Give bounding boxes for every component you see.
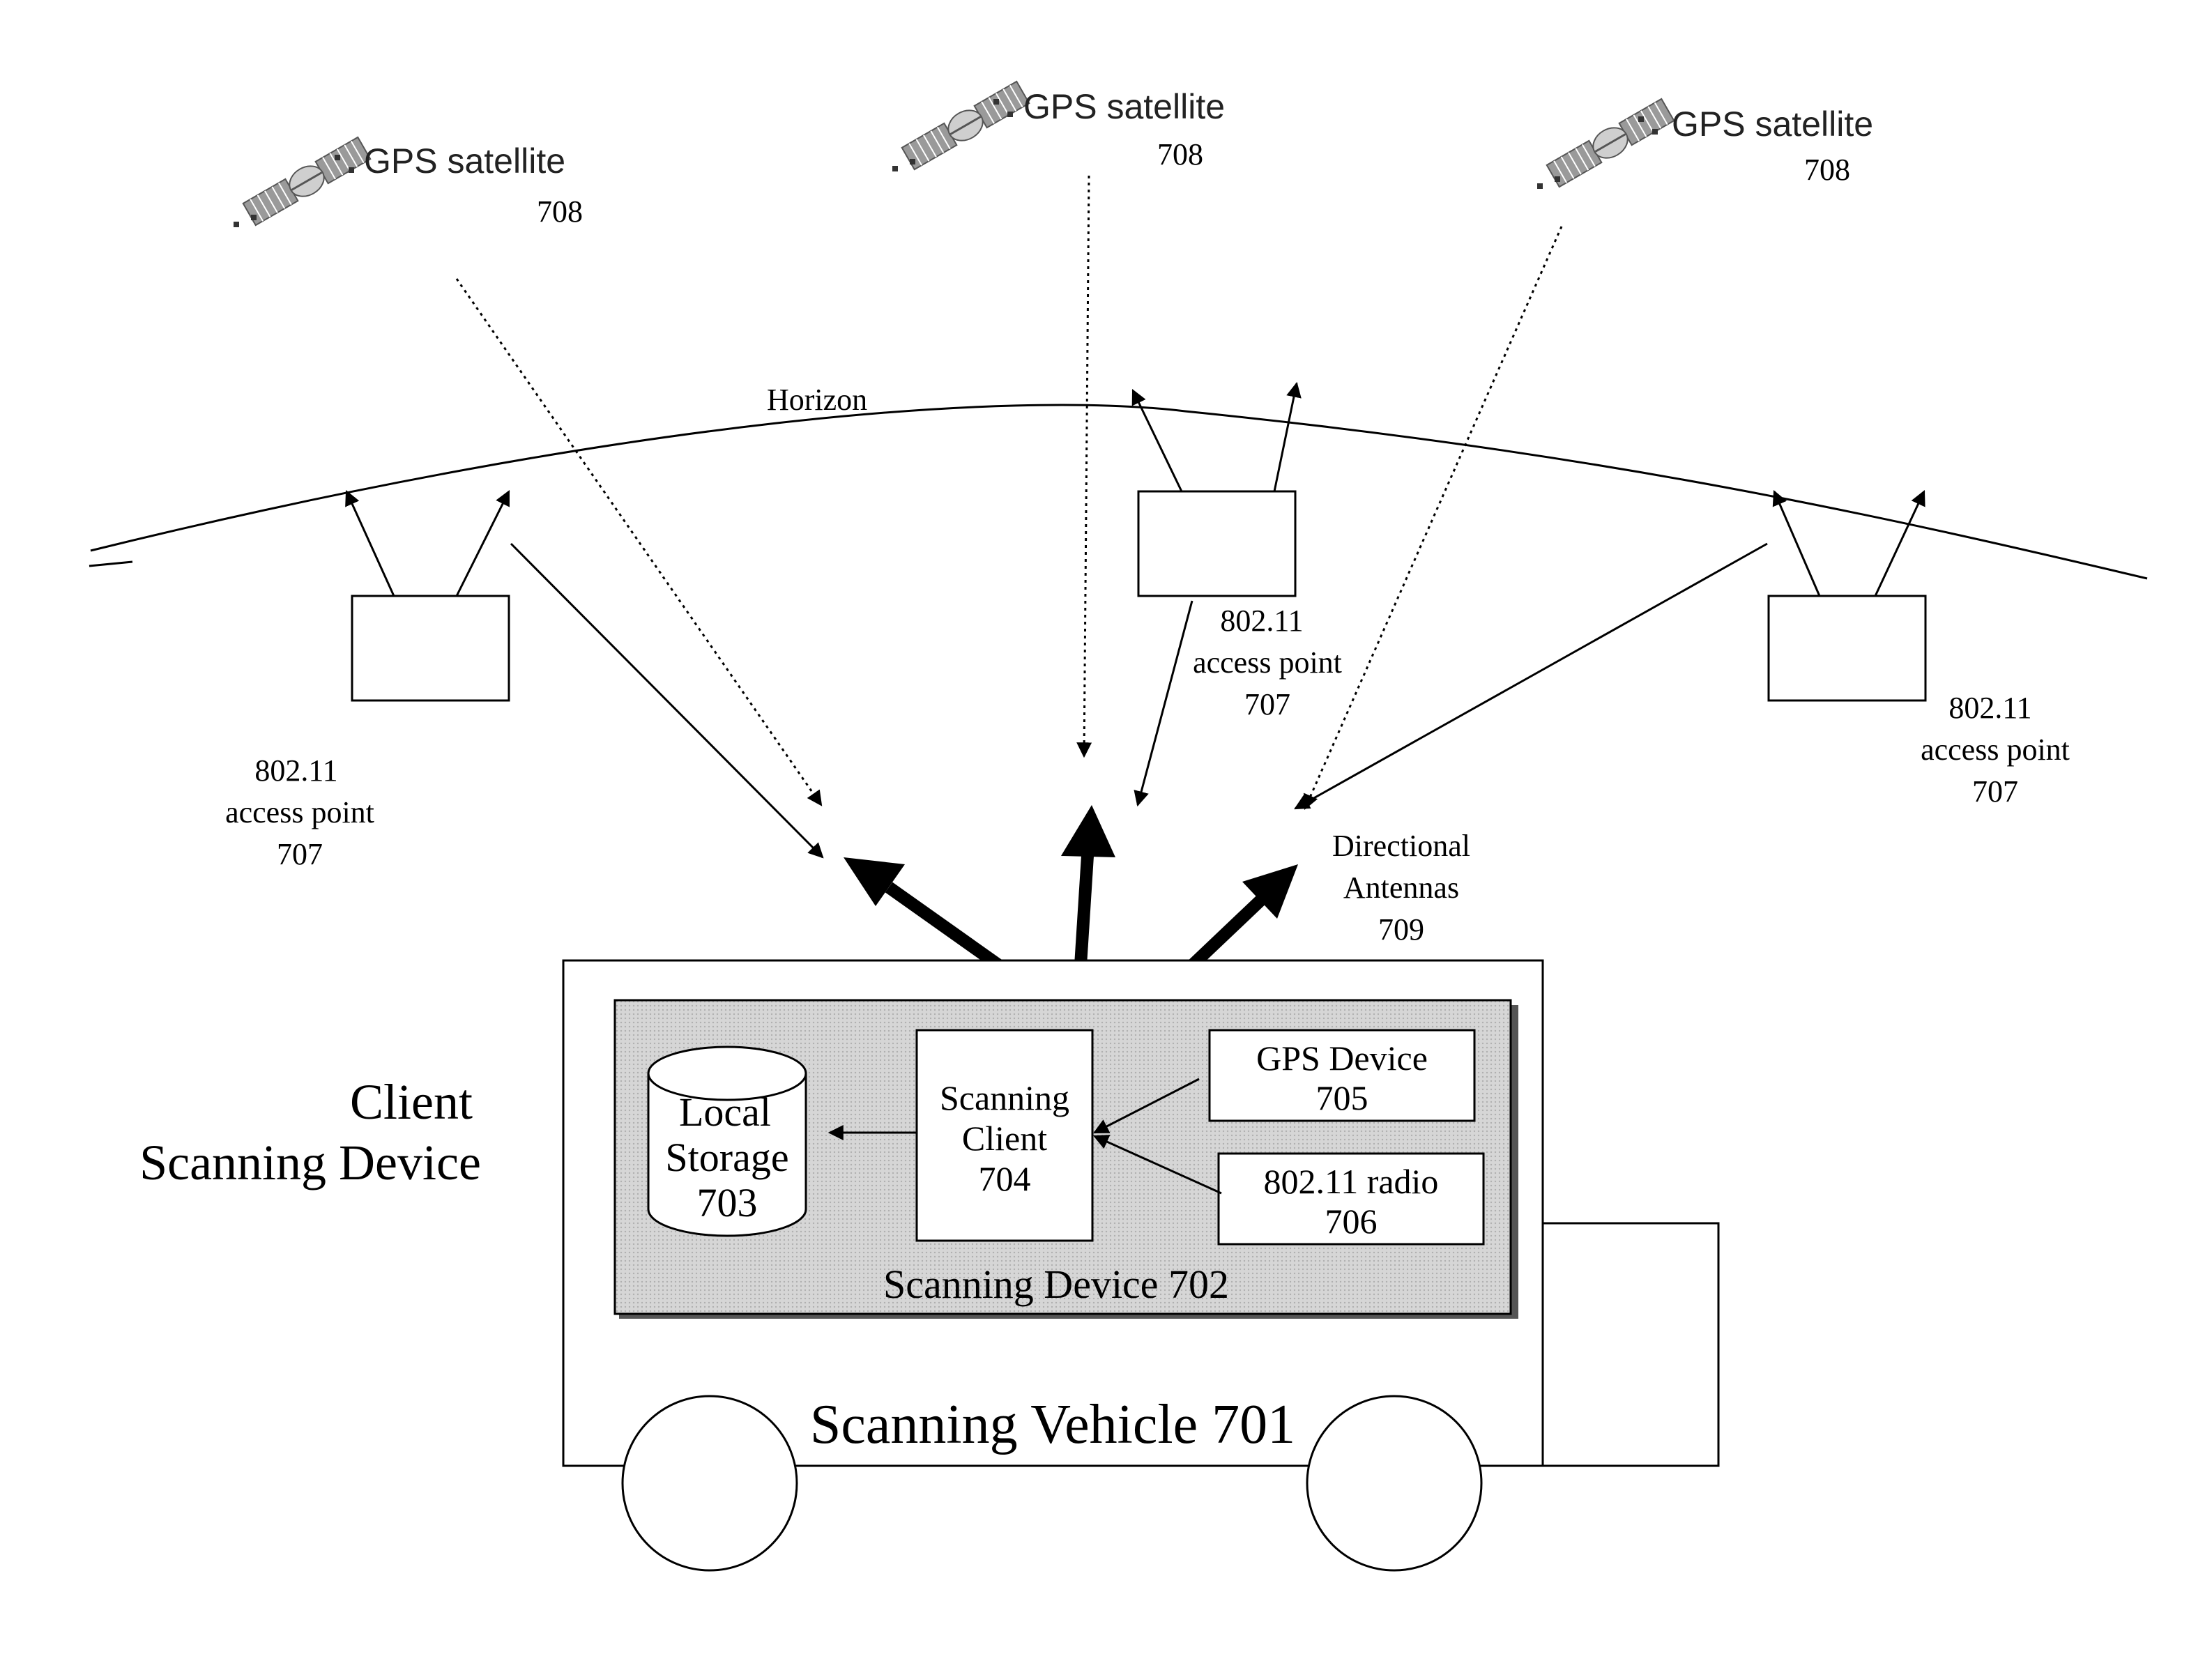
access-point-label-line1: 802.11 [254,753,337,788]
satellite-icon [892,80,1030,171]
antennas-ref: 709 [1378,912,1424,947]
antenna-arrow-shaft [1192,899,1262,965]
satellite-label: GPS satellite [1023,87,1225,126]
access-point-signal [1138,601,1192,805]
access-point-3: 802.11 access point 707 [1769,491,2070,809]
gps-satellite-2: GPS satellite 708 [892,80,1225,171]
access-point-box [1138,491,1295,596]
storage-ref: 703 [697,1180,758,1225]
scanning-client-line1: Scanning [940,1078,1069,1117]
access-point-label-line2: access point [225,795,374,829]
storage-label-line1: Local [679,1089,771,1135]
device-label: Scanning Device 702 [883,1262,1229,1307]
access-point-antenna [1774,491,1820,596]
access-point-ref: 707 [1972,774,2018,809]
local-storage: Local Storage 703 [648,1047,806,1236]
client-label-line1: Client [350,1074,473,1130]
access-point-antenna [1274,383,1297,491]
radio-ref: 706 [1325,1202,1378,1241]
satellite-ref: 708 [1157,137,1203,171]
satellite-label: GPS satellite [364,141,565,181]
satellite-icon [234,136,371,227]
gps-device-label: GPS Device [1256,1039,1428,1078]
satellite-ref: 708 [1804,153,1850,187]
scanning-client-ref: 704 [979,1159,1031,1198]
satellite-signal [457,279,821,805]
access-point-antenna [1133,390,1182,491]
satellite-label: GPS satellite [1672,105,1873,144]
horizon-line [91,405,2147,579]
gps-device-ref: 705 [1316,1078,1368,1117]
horizon-label: Horizon [767,383,867,417]
vehicle-cab [1543,1223,1718,1466]
scanning-client: Scanning Client 704 [917,1030,1092,1241]
storage-label-line2: Storage [665,1135,788,1180]
scanning-client-line2: Client [962,1119,1047,1158]
access-point-2: 802.11 access point 707 [1133,383,1342,721]
vehicle-wheel-rear [623,1396,797,1570]
radio-802-11: 802.11 radio 706 [1219,1154,1483,1244]
gps-satellite-3: GPS satellite 708 [1537,98,1873,189]
antennas-label-line1: Directional [1332,829,1470,863]
vehicle-label: Scanning Vehicle 701 [810,1394,1295,1455]
vehicle-wheel-front [1307,1396,1481,1570]
directional-antennas: Directional Antennas 709 [844,805,1470,969]
antennas-label-line2: Antennas [1343,871,1459,905]
access-point-ref: 707 [1244,687,1290,721]
access-point-ref: 707 [277,837,323,871]
gps-device: GPS Device 705 [1210,1030,1474,1121]
signal-lines [457,176,1767,857]
satellite-icon [1537,98,1675,189]
access-point-signal [1295,544,1767,809]
access-point-box [1769,596,1925,700]
access-point-box [352,596,509,700]
gps-satellite-1: GPS satellite 708 [234,136,583,229]
access-point-antenna [346,491,394,596]
satellite-signal [1305,227,1562,809]
access-point-signal [511,544,823,857]
horizon-tick [89,562,132,566]
access-point-label-line2: access point [1921,733,2070,767]
antenna-arrow-shaft [1081,856,1088,965]
radio-label: 802.11 radio [1264,1162,1439,1201]
access-point-label-line1: 802.11 [1220,604,1303,638]
access-point-label-line1: 802.11 [1948,691,2031,725]
satellite-signal [1084,176,1089,756]
access-point-label-line2: access point [1193,645,1342,680]
antenna-arrow-shaft [889,887,1004,969]
access-point-antenna [1875,491,1924,596]
satellite-ref: 708 [537,194,583,229]
client-label-line2: Scanning Device [139,1135,481,1190]
access-point-1: 802.11 access point 707 [225,491,509,871]
antenna-arrow-head [1061,805,1115,857]
access-point-antenna [457,491,509,596]
